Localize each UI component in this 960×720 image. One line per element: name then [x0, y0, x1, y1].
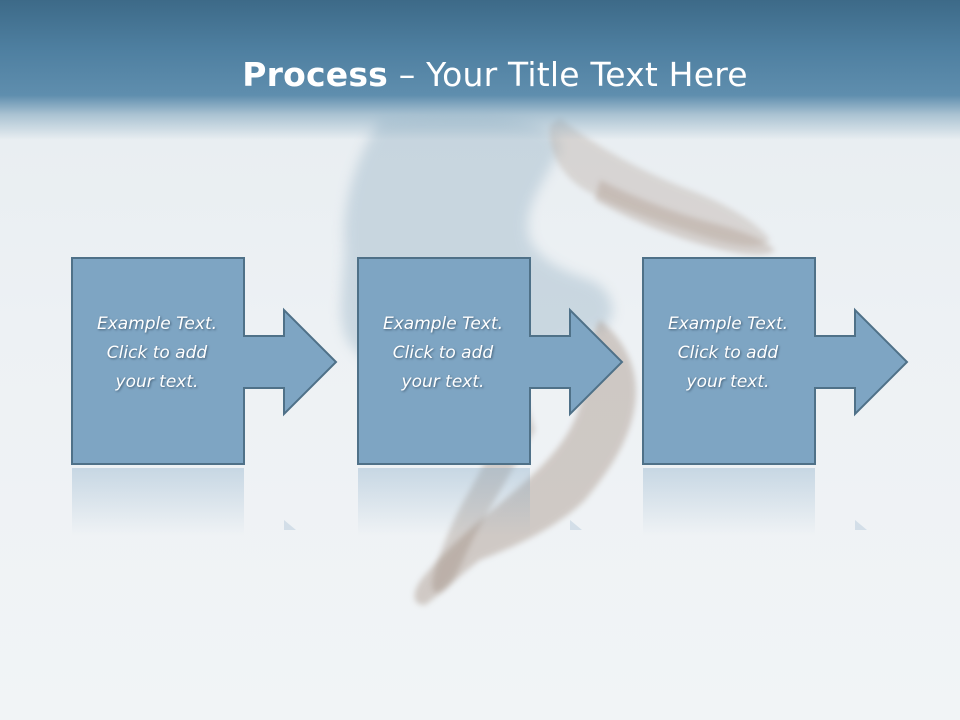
step-2-text: Example Text. Click to add your text. — [360, 310, 526, 410]
arrow-shape-icon — [71, 257, 338, 536]
step-text-line: Click to add — [677, 343, 779, 363]
title-rest-text: – Your Title Text Here — [388, 55, 748, 94]
step-text-line: Example Text. — [667, 314, 789, 334]
title-bar — [0, 0, 960, 140]
process-step-1[interactable]: Example Text. Click to add your text. — [70, 256, 340, 556]
arrow-shape-icon — [357, 257, 624, 536]
process-step-2[interactable]: Example Text. Click to add your text. — [356, 256, 626, 556]
arrow-shape-icon — [642, 257, 909, 536]
step-3-text: Example Text. Click to add your text. — [645, 310, 811, 410]
step-text-line: your text. — [401, 372, 485, 392]
process-step-3[interactable]: Example Text. Click to add your text. — [641, 256, 911, 556]
step-text-line: your text. — [686, 372, 770, 392]
step-text-line: Example Text. — [96, 314, 218, 334]
step-text-line: Click to add — [106, 343, 208, 363]
title-bold-text: Process — [242, 55, 389, 94]
step-text-line: Click to add — [392, 343, 494, 363]
step-1-text: Example Text. Click to add your text. — [74, 310, 240, 410]
step-text-line: Example Text. — [382, 314, 504, 334]
step-text-line: your text. — [115, 372, 199, 392]
slide-title[interactable]: Process – Your Title Text Here — [0, 52, 960, 98]
